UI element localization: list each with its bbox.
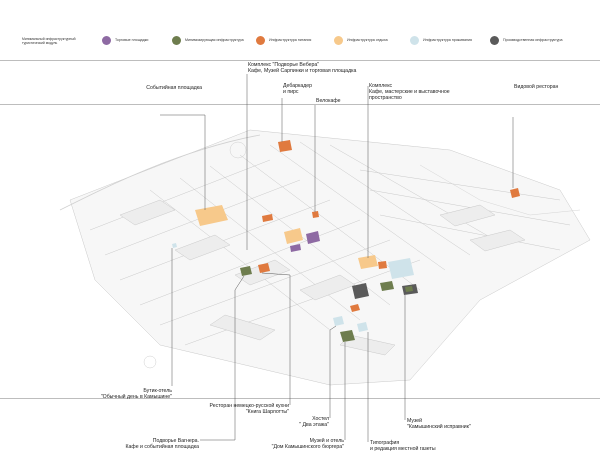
callout-hostel: Хостел " Два этажа" xyxy=(280,416,329,428)
highlighted-buildings xyxy=(172,140,520,342)
legend-label-food: Инфраструктура питания xyxy=(269,38,312,43)
callout-veber-line2: Кафе, Музей Сарпинки и торговая площадка xyxy=(248,68,357,75)
upper-callout-divider xyxy=(0,104,600,105)
callout-printing-line2: и редакция местной газеты xyxy=(370,446,436,453)
legend-item-lodging: Инфраструктура проживания xyxy=(410,36,472,45)
building-veber-b xyxy=(306,231,320,244)
callout-burgher: Музей и отель "Дом Камышинского бюргера" xyxy=(270,438,344,450)
callout-printing: Типография и редакция местной газеты xyxy=(370,440,436,452)
legend-label-leisure: Инфраструктура отдыха xyxy=(347,38,388,43)
callout-burgher-line2: "Дом Камышинского бюргера" xyxy=(271,444,344,451)
legend-label-lodging: Инфраструктура проживания xyxy=(423,38,472,43)
callout-museum-line2: "Камышинский исправник" xyxy=(407,424,471,431)
callout-bike-cafe-text: Велокафе xyxy=(316,98,341,104)
callout-crafts-complex: Комплекс Кафе, мастерские и выставочное … xyxy=(369,83,450,102)
lower-callout-divider xyxy=(0,398,600,399)
legend-swatch-trade xyxy=(102,36,111,45)
building-hostel xyxy=(333,316,344,326)
callout-museum: Музей "Камышинский исправник" xyxy=(407,418,471,430)
callout-printing-line1: Типография xyxy=(370,440,400,446)
legend-swatch-leisure xyxy=(334,36,343,45)
building-misc-1 xyxy=(262,214,273,222)
legend-label-minimizing: Минимизирующая инфраструктура xyxy=(185,38,244,43)
callout-hostel-line2: " Два этажа" xyxy=(299,422,329,429)
building-crafts-b xyxy=(378,261,387,269)
legend-item-food: Инфраструктура питания xyxy=(256,36,311,45)
building-burgher xyxy=(340,330,355,342)
building-event-area xyxy=(195,205,228,226)
callout-burgher-line1: Музей и отель xyxy=(309,438,344,444)
legend-item-minimizing: Минимизирующая инфраструктура xyxy=(172,36,244,45)
building-production xyxy=(352,283,369,299)
callout-bike-cafe: Велокафе xyxy=(316,98,341,104)
callout-wagner-line1: Подворье Вагнера. xyxy=(152,438,199,444)
legend-intro: Минимальный инфраструктурный туристическ… xyxy=(22,37,76,46)
callout-boutique-line2: "Обычный день в Камышине" xyxy=(100,394,172,401)
legend-item-production: Производственная инфраструктура xyxy=(490,36,563,45)
building-museum xyxy=(405,286,413,292)
callout-crafts-line1: Комплекс xyxy=(369,83,393,89)
building-veber xyxy=(284,228,303,244)
legend-label-trade: Торговые площадки xyxy=(115,38,149,43)
building-printing xyxy=(357,322,368,332)
callout-crafts-line2: Кафе, мастерские и выставочное xyxy=(369,89,450,96)
callout-boutique-hotel: Бутик-отель "Обычный день в Камышине" xyxy=(90,388,172,400)
building-misc-4 xyxy=(172,243,177,248)
callout-boutique-line1: Бутик-отель xyxy=(143,388,172,394)
building-landing xyxy=(278,140,292,152)
callout-view-restaurant: Видовой ресторан xyxy=(514,84,558,90)
leader-charlotte xyxy=(261,272,291,405)
building-lodging-block xyxy=(388,258,414,279)
building-bike-cafe xyxy=(312,211,319,218)
callout-landing: Дебаркадер и пирс xyxy=(283,83,312,95)
legend-swatch-food xyxy=(256,36,265,45)
legend-item-trade: Торговые площадки xyxy=(102,36,148,45)
callout-veber-line1: Комплекс "Подворье Вебера" xyxy=(248,62,320,68)
callout-event-area-text: Событийная площадка xyxy=(146,85,202,91)
building-crafts xyxy=(358,255,378,269)
leader-hostel xyxy=(329,325,337,418)
legend-swatch-production xyxy=(490,36,499,45)
callout-charlotte-line1: Ресторан немецко-русской кухни xyxy=(209,403,289,409)
callout-wagner-line2: Кафе и событийная площадка xyxy=(125,444,199,451)
callout-charlotte: Ресторан немецко-русской кухни "Книга Ша… xyxy=(205,403,289,415)
legend-swatch-lodging xyxy=(410,36,419,45)
callout-view-restaurant-text: Видовой ресторан xyxy=(514,84,559,90)
leader-lines xyxy=(160,74,514,442)
leader-wagner xyxy=(200,275,245,441)
leader-event-area xyxy=(160,114,206,210)
legend-item-leisure: Инфраструктура отдыха xyxy=(334,36,388,45)
building-charlotte xyxy=(258,263,270,273)
top-divider xyxy=(0,60,600,61)
callout-hostel-line1: Хостел xyxy=(312,416,329,422)
building-misc-3 xyxy=(350,304,360,312)
building-wagner xyxy=(240,266,252,276)
callout-landing-line1: Дебаркадер xyxy=(283,83,313,89)
legend-label-production: Производственная инфраструктура xyxy=(503,38,563,43)
legend: Минимальный инфраструктурный туристическ… xyxy=(22,36,582,52)
building-minimizing xyxy=(380,281,394,291)
callout-landing-line2: и пирс xyxy=(283,89,299,96)
legend-swatch-minimizing xyxy=(172,36,181,45)
callout-charlotte-line2: "Книга Шарлотты" xyxy=(245,409,289,416)
building-misc-2 xyxy=(290,244,301,252)
town-plan xyxy=(59,129,591,386)
callout-museum-line1: Музей xyxy=(407,418,423,424)
building-view-restaurant xyxy=(510,188,520,198)
callout-wagner: Подворье Вагнера. Кафе и событийная площ… xyxy=(95,438,199,450)
callout-event-area: Событийная площадка xyxy=(120,85,202,91)
callout-veber-complex: Комплекс "Подворье Вебера" Кафе, Музей С… xyxy=(248,62,356,74)
callout-crafts-line3: пространство xyxy=(369,95,402,102)
